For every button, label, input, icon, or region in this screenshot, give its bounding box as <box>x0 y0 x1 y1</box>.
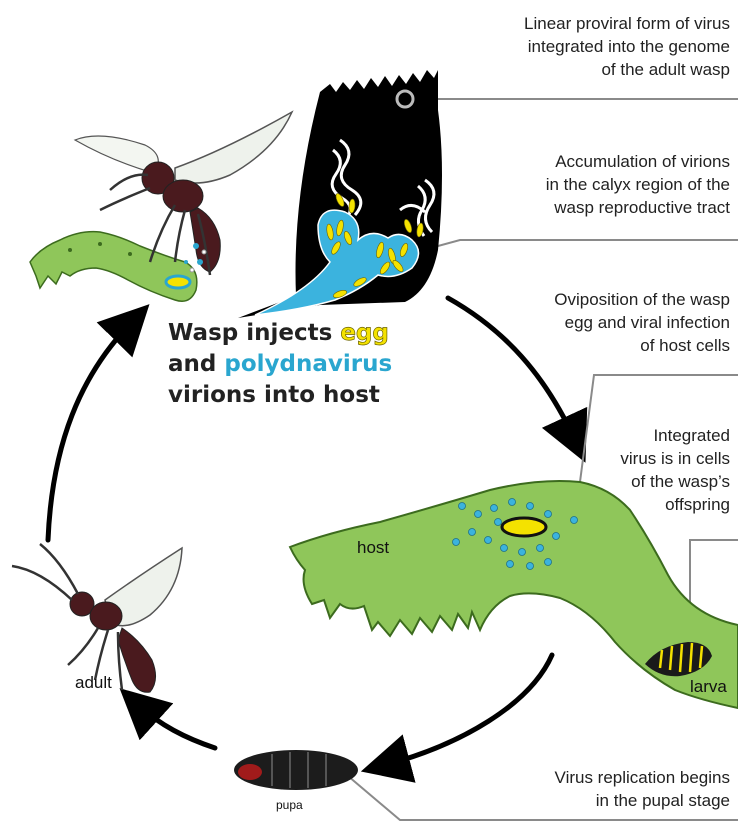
annotation-integrated-line: virus is in cells <box>620 447 730 470</box>
label-larva: larva <box>690 677 738 697</box>
reproductive-tract-inset <box>238 70 442 318</box>
title-polydnavirus-word: polydnavirus <box>224 351 392 377</box>
annotation-calyx-line: Accumulation of virions <box>546 150 730 173</box>
wasp-egg-in-host <box>502 518 546 536</box>
annotation-replication-line: in the pupal stage <box>555 789 730 812</box>
caterpillar-host-small <box>30 232 197 302</box>
arrow-adult-to-injection <box>48 322 132 540</box>
title-line-2-text: and <box>168 351 224 377</box>
annotation-integrated-line: offspring <box>620 493 730 516</box>
wasp-wing-large <box>175 112 292 183</box>
annotation-provirus-line: integrated into the genome <box>524 35 730 58</box>
arrow-larva-to-pupa <box>385 655 552 765</box>
label-pupa: pupa <box>276 798 303 812</box>
diagram-title: Wasp injects egg and polydnavirus virion… <box>168 318 392 411</box>
annotation-calyx-line: in the calyx region of the <box>546 173 730 196</box>
annotation-integrated-line: Integrated <box>620 424 730 447</box>
label-adult: adult <box>75 673 112 693</box>
adult-wasp-illustration <box>12 544 182 692</box>
arrow-pupa-to-adult <box>138 705 215 748</box>
annotation-oviposition-line: Oviposition of the wasp <box>554 288 730 311</box>
title-line-3-text: virions into host <box>168 382 380 408</box>
annotation-integrated: Integrated virus is in cells of the wasp… <box>620 424 730 516</box>
annotation-calyx: Accumulation of virions in the calyx reg… <box>546 150 730 219</box>
annotation-calyx-line: wasp reproductive tract <box>546 196 730 219</box>
leader-calyx <box>405 240 738 255</box>
injected-egg-small <box>166 276 190 288</box>
annotation-integrated-line: of the wasp’s <box>620 470 730 493</box>
annotation-provirus-line: of the adult wasp <box>524 58 730 81</box>
title-line-3: virions into host <box>168 380 392 411</box>
annotation-oviposition-line: egg and viral infection <box>554 311 730 334</box>
title-line-1-text: Wasp injects <box>168 320 340 346</box>
pupa-illustration <box>234 750 358 790</box>
title-line-1: Wasp injects egg <box>168 318 392 349</box>
annotation-oviposition: Oviposition of the wasp egg and viral in… <box>554 288 730 357</box>
title-egg-word: egg <box>340 320 389 346</box>
annotation-replication-line: Virus replication begins <box>555 766 730 789</box>
wasp-wing-rear <box>75 136 158 172</box>
label-host: host <box>357 538 389 558</box>
title-line-2: and polydnavirus <box>168 349 392 380</box>
wasp-injecting-host-illustration <box>30 112 292 301</box>
annotation-replication: Virus replication begins in the pupal st… <box>555 766 730 812</box>
annotation-provirus: Linear proviral form of virus integrated… <box>524 12 730 81</box>
annotation-oviposition-line: of host cells <box>554 334 730 357</box>
annotation-provirus-line: Linear proviral form of virus <box>524 12 730 35</box>
